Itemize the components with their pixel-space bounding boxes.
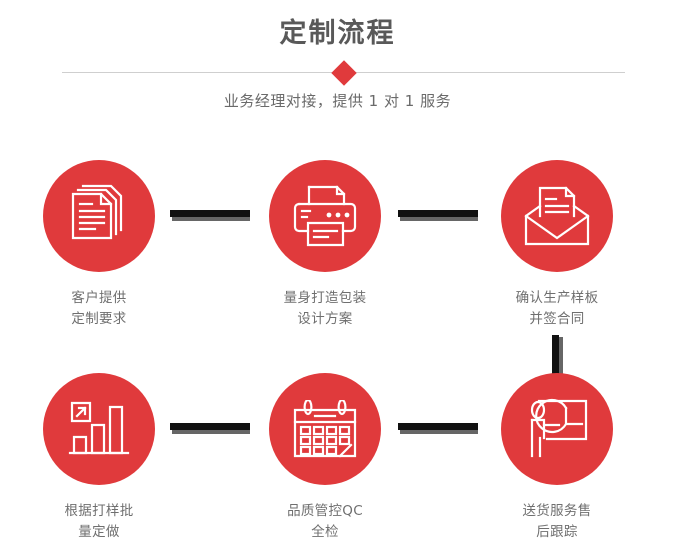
step-2-icon-circle[interactable] bbox=[269, 160, 381, 272]
flow-step-1[interactable]: 客户提供 定制要求 bbox=[19, 160, 179, 330]
step-1-label: 客户提供 定制要求 bbox=[71, 290, 127, 327]
flow-step-2[interactable]: 量身打造包装 设计方案 bbox=[245, 160, 405, 330]
connector-bar bbox=[398, 423, 478, 430]
step-4-icon-circle[interactable] bbox=[43, 373, 155, 485]
connector-bar bbox=[170, 423, 250, 430]
flow-step-4[interactable]: 根据打样批 量定做 bbox=[19, 373, 179, 543]
connector-shadow bbox=[172, 430, 250, 434]
page-subtitle: 业务经理对接，提供 1 对 1 服务 bbox=[223, 92, 452, 110]
step-2-label: 量身打造包装 设计方案 bbox=[283, 290, 367, 327]
connector-step3-step6 bbox=[552, 335, 563, 375]
envelope-letter-icon bbox=[524, 186, 590, 246]
connector-bar bbox=[398, 210, 478, 217]
step-3-icon-circle[interactable] bbox=[501, 160, 613, 272]
step-1-icon-circle[interactable] bbox=[43, 160, 155, 272]
connector-bar bbox=[552, 335, 559, 375]
step-5-icon-circle[interactable] bbox=[269, 373, 381, 485]
step-6-label: 送货服务售 后跟踪 bbox=[522, 503, 592, 540]
connector-shadow bbox=[172, 217, 250, 221]
step-5-label: 品质管控QC 全检 bbox=[287, 503, 363, 540]
presenter-pie-chart-icon bbox=[530, 398, 588, 458]
connector-shadow bbox=[400, 430, 478, 434]
connector-step1-step2 bbox=[170, 210, 250, 221]
bar-chart-growth-icon bbox=[68, 401, 130, 455]
connector-bar bbox=[170, 210, 250, 217]
flow-step-6[interactable]: 送货服务售 后跟踪 bbox=[477, 373, 637, 543]
connector-shadow bbox=[559, 337, 563, 375]
connector-step2-step3 bbox=[398, 210, 478, 221]
flow-step-3[interactable]: 确认生产样板 并签合同 bbox=[477, 160, 637, 330]
step-3-label: 确认生产样板 并签合同 bbox=[515, 290, 599, 327]
connector-shadow bbox=[400, 217, 478, 221]
process-flow: 客户提供 定制要求 量身打造包装 设计方案 bbox=[0, 130, 675, 550]
divider bbox=[62, 60, 625, 86]
page-title: 定制流程 bbox=[279, 18, 396, 49]
calendar-check-icon bbox=[293, 400, 357, 458]
connector-step5-step6 bbox=[398, 423, 478, 434]
step-6-icon-circle[interactable] bbox=[501, 373, 613, 485]
diamond-marker-icon bbox=[330, 60, 357, 86]
printer-icon bbox=[293, 185, 357, 247]
flow-step-5[interactable]: 品质管控QC 全检 bbox=[245, 373, 405, 543]
connector-step4-step5 bbox=[170, 423, 250, 434]
header-section: 定制流程 业务经理对接，提供 1 对 1 服务 bbox=[0, 0, 675, 130]
documents-stack-icon bbox=[71, 184, 123, 240]
step-4-label: 根据打样批 量定做 bbox=[64, 503, 134, 540]
